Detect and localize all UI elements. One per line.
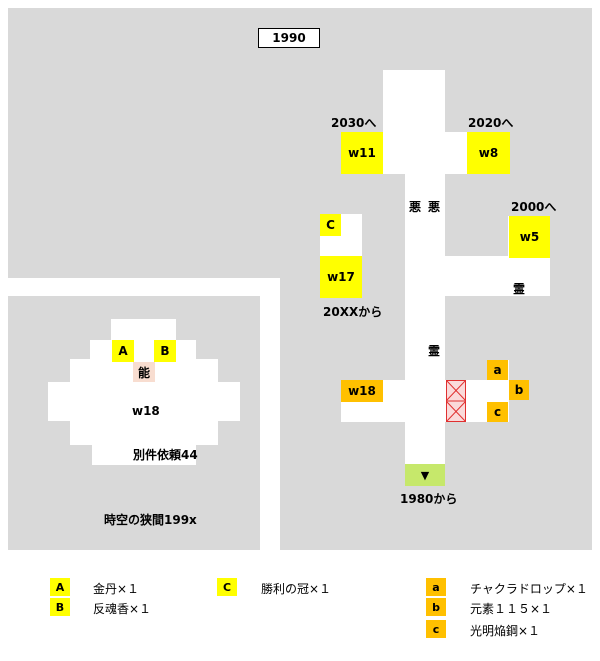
item-a-yellow[interactable]: A bbox=[112, 340, 134, 362]
item-b-orange[interactable]: b bbox=[509, 380, 529, 400]
exit-2030-label: 2030へ bbox=[331, 116, 377, 130]
legend-swatch-c-lower: c bbox=[426, 620, 446, 638]
left-room-label: w18 bbox=[132, 404, 160, 418]
legend-text-c-lower: 光明焔鋼×１ bbox=[470, 624, 541, 638]
legend-text-c-upper: 勝利の冠×１ bbox=[261, 582, 332, 596]
exit-2000-label: 2000へ bbox=[511, 200, 557, 214]
legend-swatch-a: A bbox=[50, 578, 70, 596]
kanji-nou: 能 bbox=[133, 362, 155, 382]
trap-cell[interactable] bbox=[446, 380, 466, 422]
kanji-rei-corridor: 霊 bbox=[428, 344, 441, 358]
legend-swatch-b: B bbox=[50, 598, 70, 616]
year-label: 1990 bbox=[258, 28, 320, 48]
east-corridor bbox=[445, 256, 550, 296]
exit-1980-label: 1980から bbox=[400, 492, 458, 506]
item-c-orange[interactable]: c bbox=[487, 402, 508, 422]
item-a-orange[interactable]: a bbox=[487, 360, 508, 380]
legend-text-a-lower: チャクラドロップ×１ bbox=[470, 582, 588, 596]
legend-swatch-c-upper: C bbox=[217, 578, 237, 596]
legend-swatch-a-lower: a bbox=[426, 578, 446, 596]
quest-label: 別件依頼44 bbox=[133, 448, 198, 462]
octagon-room bbox=[48, 319, 240, 465]
kanji-rei-east: 霊 bbox=[513, 282, 526, 296]
legend-swatch-b-lower: b bbox=[426, 598, 446, 616]
room-w8[interactable]: w8 bbox=[467, 132, 510, 174]
room-w5[interactable]: w5 bbox=[509, 216, 550, 258]
main-corridor-mid bbox=[405, 174, 445, 464]
item-b-yellow[interactable]: B bbox=[154, 340, 176, 362]
exit-2020-label: 2020へ bbox=[468, 116, 514, 130]
cross-icon bbox=[446, 380, 466, 422]
kanji-aku-left: 悪 bbox=[409, 200, 422, 214]
room-w18-right[interactable]: w18 bbox=[341, 380, 383, 402]
item-c-upper[interactable]: C bbox=[320, 214, 341, 236]
legend-text-b: 反魂香×１ bbox=[93, 602, 152, 616]
main-corridor-top bbox=[383, 70, 445, 132]
room-w11[interactable]: w11 bbox=[341, 132, 383, 174]
exit-20xx-label: 20XXから bbox=[323, 305, 383, 319]
start-cell[interactable]: ▼ bbox=[405, 464, 445, 486]
area-name-label: 時空の狭間199x bbox=[104, 513, 197, 527]
legend-text-b-lower: 元素１１５×１ bbox=[470, 602, 553, 616]
legend-text-a: 金丹×１ bbox=[93, 582, 140, 596]
room-w17[interactable]: w17 bbox=[320, 256, 362, 298]
down-arrow-icon: ▼ bbox=[420, 468, 430, 482]
kanji-aku-right: 悪 bbox=[428, 200, 441, 214]
